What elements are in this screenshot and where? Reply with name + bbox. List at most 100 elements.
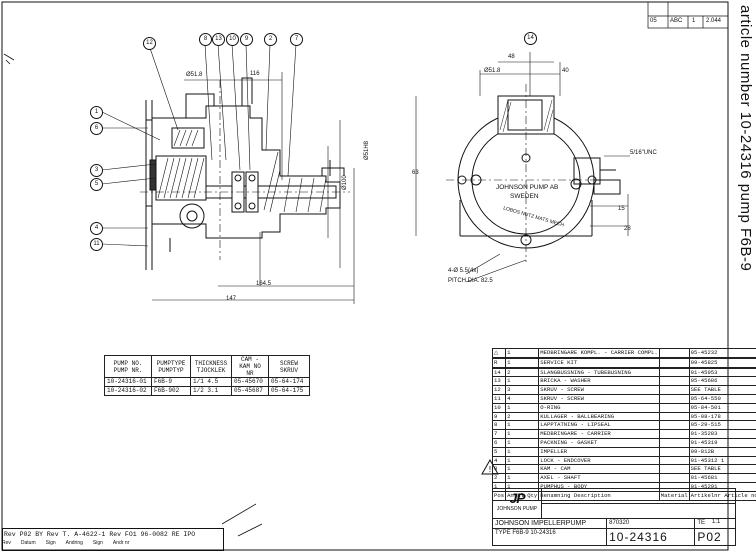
dim-unc: 5/16"UNC [630, 150, 657, 156]
revision-box [647, 1, 729, 29]
callout-balloon: 5 [90, 178, 103, 191]
revision-strip-frame [2, 528, 224, 551]
callout-balloon: 13 [212, 33, 225, 46]
pump-table: PUMP NO. PUMP NR. PUMPTYPE PUMPTYP THICK… [104, 355, 310, 396]
bom-qty: 1 [505, 348, 540, 358]
dimension-lines-right [415, 52, 630, 283]
bom-material [658, 429, 690, 439]
face-country: SWEDEN [510, 193, 539, 200]
bom-description: O-RING [538, 402, 660, 413]
rev-header: Rev [2, 540, 11, 546]
bom-pos: 8 [491, 420, 507, 431]
dimension-lines-left [152, 72, 355, 304]
bom-qty: 3 [505, 385, 540, 395]
table-cell: F6B-902 [151, 386, 191, 396]
bom-pos: △ [491, 348, 507, 358]
bom-part-number: 01-45319 [688, 437, 756, 448]
bom-qty: 2 [505, 411, 540, 422]
dim-51h8: Ø51H8 [364, 140, 370, 160]
bom-material [658, 411, 690, 422]
dim-holes: 4-Ø 5.5(4x) [448, 268, 479, 274]
drawing-date: 870320 [606, 518, 696, 529]
bom-qty [505, 366, 540, 369]
bom-pos: 4 [491, 455, 507, 466]
table-cell: 05-64-174 [268, 377, 310, 387]
rev-header: Andr nr [112, 540, 130, 546]
bom-material [658, 402, 690, 413]
rev-header: Sign [45, 540, 56, 546]
bom-pos: 11 [491, 393, 507, 404]
bom-qty: 1 [505, 357, 540, 368]
title-block: JP JOHNSON PUMP JOHNSON IMPELLERPUMP 870… [491, 488, 736, 546]
rev-code: 05 [650, 18, 657, 24]
bom-description: SKRUV - SCREW [538, 385, 660, 395]
bom-description: IMPELLER [538, 446, 660, 457]
callout-balloon: 1 [90, 106, 103, 119]
bom-pos: 2 [491, 473, 507, 483]
table-cell: 1/1 4.5 [190, 377, 232, 387]
leader-lines-left [101, 43, 297, 247]
bom-qty [505, 356, 540, 359]
drawing-type: TYPE F6B-9 10-24316 [491, 528, 608, 546]
bom-pos: R [491, 357, 507, 368]
bom-description: LAPPTATNING - LIPSEAL [538, 420, 660, 431]
bom-part-number: SEE TABLE [688, 464, 756, 475]
table-row: 10-24316-02 F6B-902 1/2 3.1 05-45687 05-… [104, 386, 310, 396]
title-blank [541, 488, 736, 504]
bom-qty: 1 [505, 446, 540, 457]
bom-part-number: 05-29-515 [688, 420, 756, 431]
rev-header: Andring [65, 540, 83, 546]
table-header-row: PUMP NO. PUMP NR. PUMPTYPE PUMPTYP THICK… [104, 355, 310, 378]
face-maker: JOHNSON PUMP AB [496, 184, 559, 191]
rev-sheet: 1 [692, 18, 696, 24]
bom-qty: 1 [505, 473, 540, 483]
bom-part-number [688, 366, 756, 369]
bom-material [658, 437, 690, 448]
drawing-number: 10-24316 [606, 528, 696, 546]
table-header: CAM - KAM NO NR [231, 355, 269, 378]
bom-qty: 1 [505, 429, 540, 439]
company-logo: JOHNSON PUMP [496, 506, 538, 512]
dim-147: 147 [226, 296, 237, 302]
side-title: article number 10-24316 pump F6B-9 [737, 5, 754, 272]
bom-part-number: 01-45953 [688, 367, 756, 378]
dim-bore-right: Ø51.8 [484, 68, 501, 74]
callout-balloon: 12 [143, 37, 156, 50]
callout-balloon: 10 [226, 33, 239, 46]
bom-part-number: SEE TABLE [688, 385, 756, 395]
bom-description: KAM - CAM [538, 464, 660, 475]
dim-15: 15 [618, 206, 625, 212]
bom-material [658, 446, 690, 457]
bom-material [658, 455, 690, 466]
bom-material [658, 376, 690, 387]
callout-balloon: 14 [524, 32, 537, 45]
bom-pos: 10 [491, 402, 507, 413]
bom-description: BRICKA - WASHER [538, 376, 660, 387]
title-blank-2 [541, 503, 736, 519]
callout-balloon: 11 [90, 238, 103, 251]
bom-qty: 4 [505, 393, 540, 404]
bom-pos: 5 [491, 446, 507, 457]
bom-material [658, 420, 690, 431]
bom-part-number: 01-45312 1 [688, 455, 756, 466]
bom-material [658, 367, 690, 378]
table-header: THICKNESS TJOCKLEK [190, 355, 232, 378]
bom-description: MEDBRINGARE - CARRIER [538, 429, 660, 439]
bom-pos: 3 [491, 464, 507, 475]
bom-part-number: 05-08-178 [688, 411, 756, 422]
dim-116: 116 [250, 71, 260, 77]
bom-material [658, 464, 690, 475]
dim-bore: Ø51.8 [186, 72, 203, 78]
bom-material [658, 366, 690, 369]
